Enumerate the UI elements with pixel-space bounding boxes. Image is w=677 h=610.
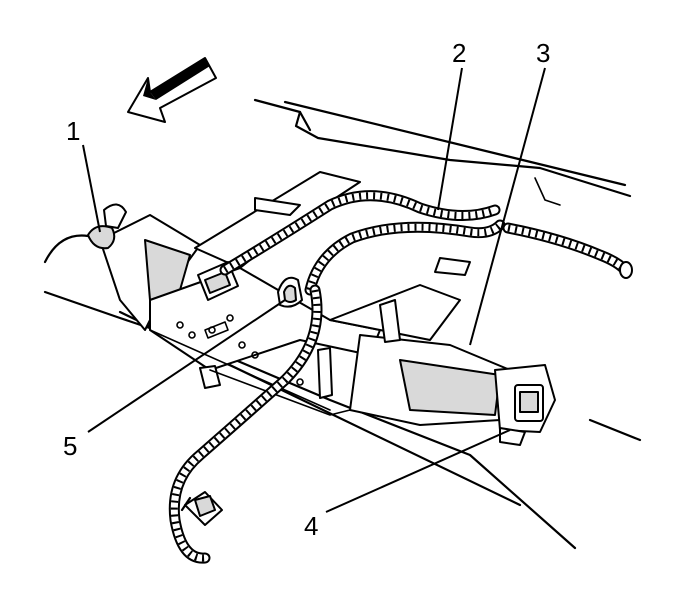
callout-labels: 1 2 3 4 5 (63, 38, 550, 541)
callout-3: 3 (536, 38, 550, 68)
leader-lines (82, 67, 546, 513)
callout-1: 1 (66, 116, 80, 146)
callout-5: 5 (63, 431, 77, 461)
callout-2: 2 (452, 38, 466, 68)
harness-connector-lower (180, 491, 223, 526)
harness-retainer-5 (277, 276, 303, 308)
front-direction-arrow-icon (127, 57, 217, 123)
callout-4: 4 (304, 511, 318, 541)
wiring-harness (168, 190, 633, 564)
